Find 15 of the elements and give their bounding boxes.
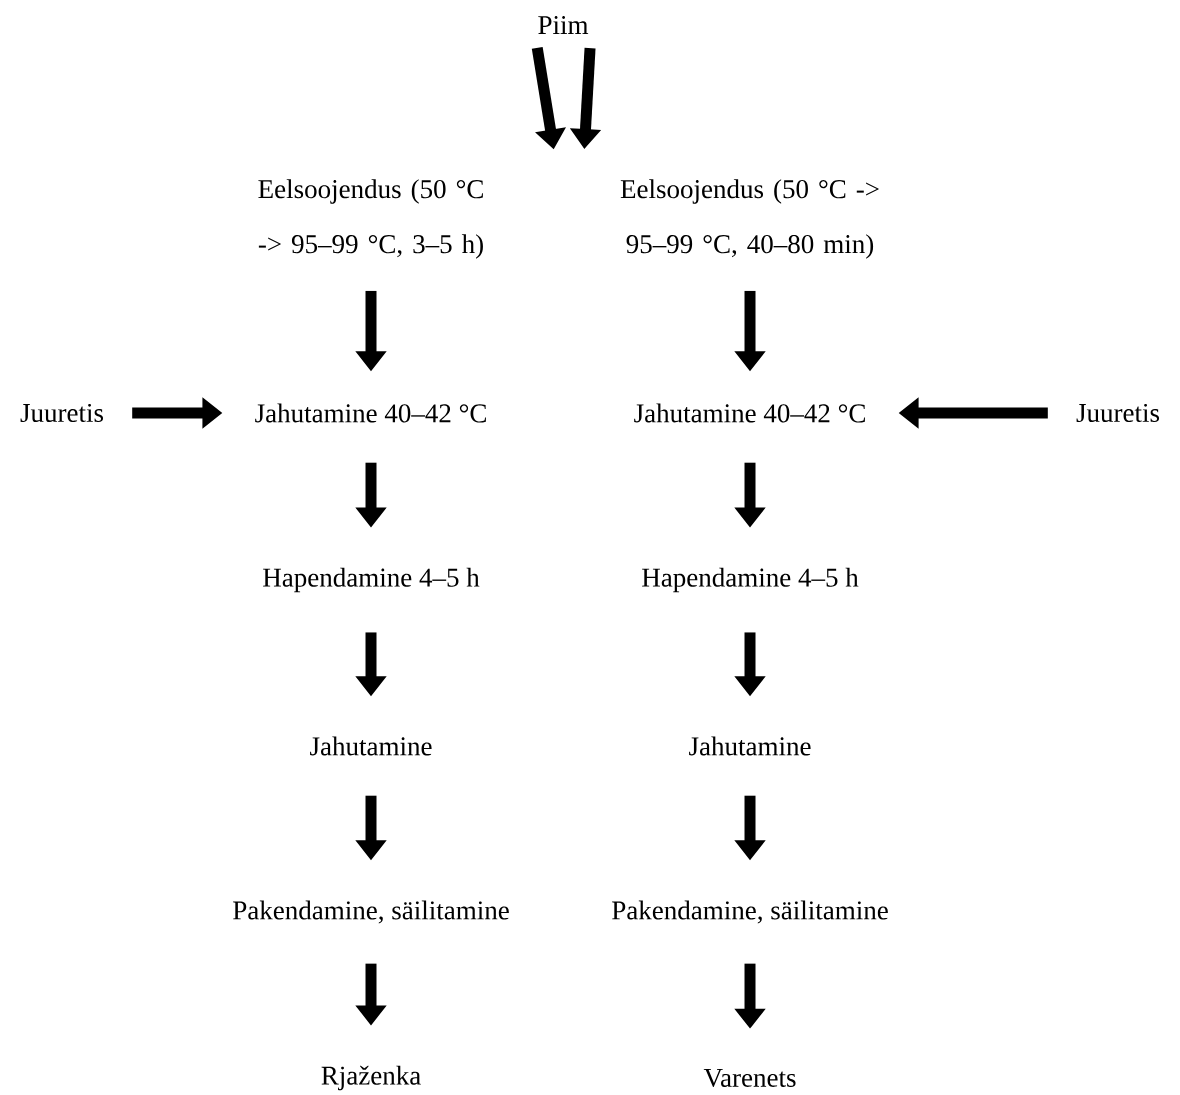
step-label: Hapendamine 4–5 h — [642, 567, 859, 593]
step-label: Pakendamine, säilitamine — [612, 900, 888, 924]
step-label: Jahutamine — [310, 736, 432, 756]
step-label: Rjaženka — [321, 1065, 421, 1091]
step-label: Varenets — [703, 1068, 796, 1088]
step-label: Jahutamine 40–42 °C — [634, 403, 865, 423]
step-label: Jahutamine 40–42 °C — [255, 403, 486, 423]
step-label: Eelsoojendus (50 °C -> 95–99 °C, 40–80 min) — [620, 179, 879, 259]
step-label: Piim — [538, 16, 589, 34]
step-label: Eelsoojendus (50 °C -> 95–99 °C, 3–5 h) — [258, 179, 483, 259]
step-label: Pakendamine, säilitamine — [233, 900, 509, 924]
step-label: Jahutamine — [689, 736, 811, 756]
step-label: Juuretis — [1076, 403, 1160, 423]
step-label: Juuretis — [20, 403, 104, 423]
step-label: Hapendamine 4–5 h — [263, 567, 480, 593]
